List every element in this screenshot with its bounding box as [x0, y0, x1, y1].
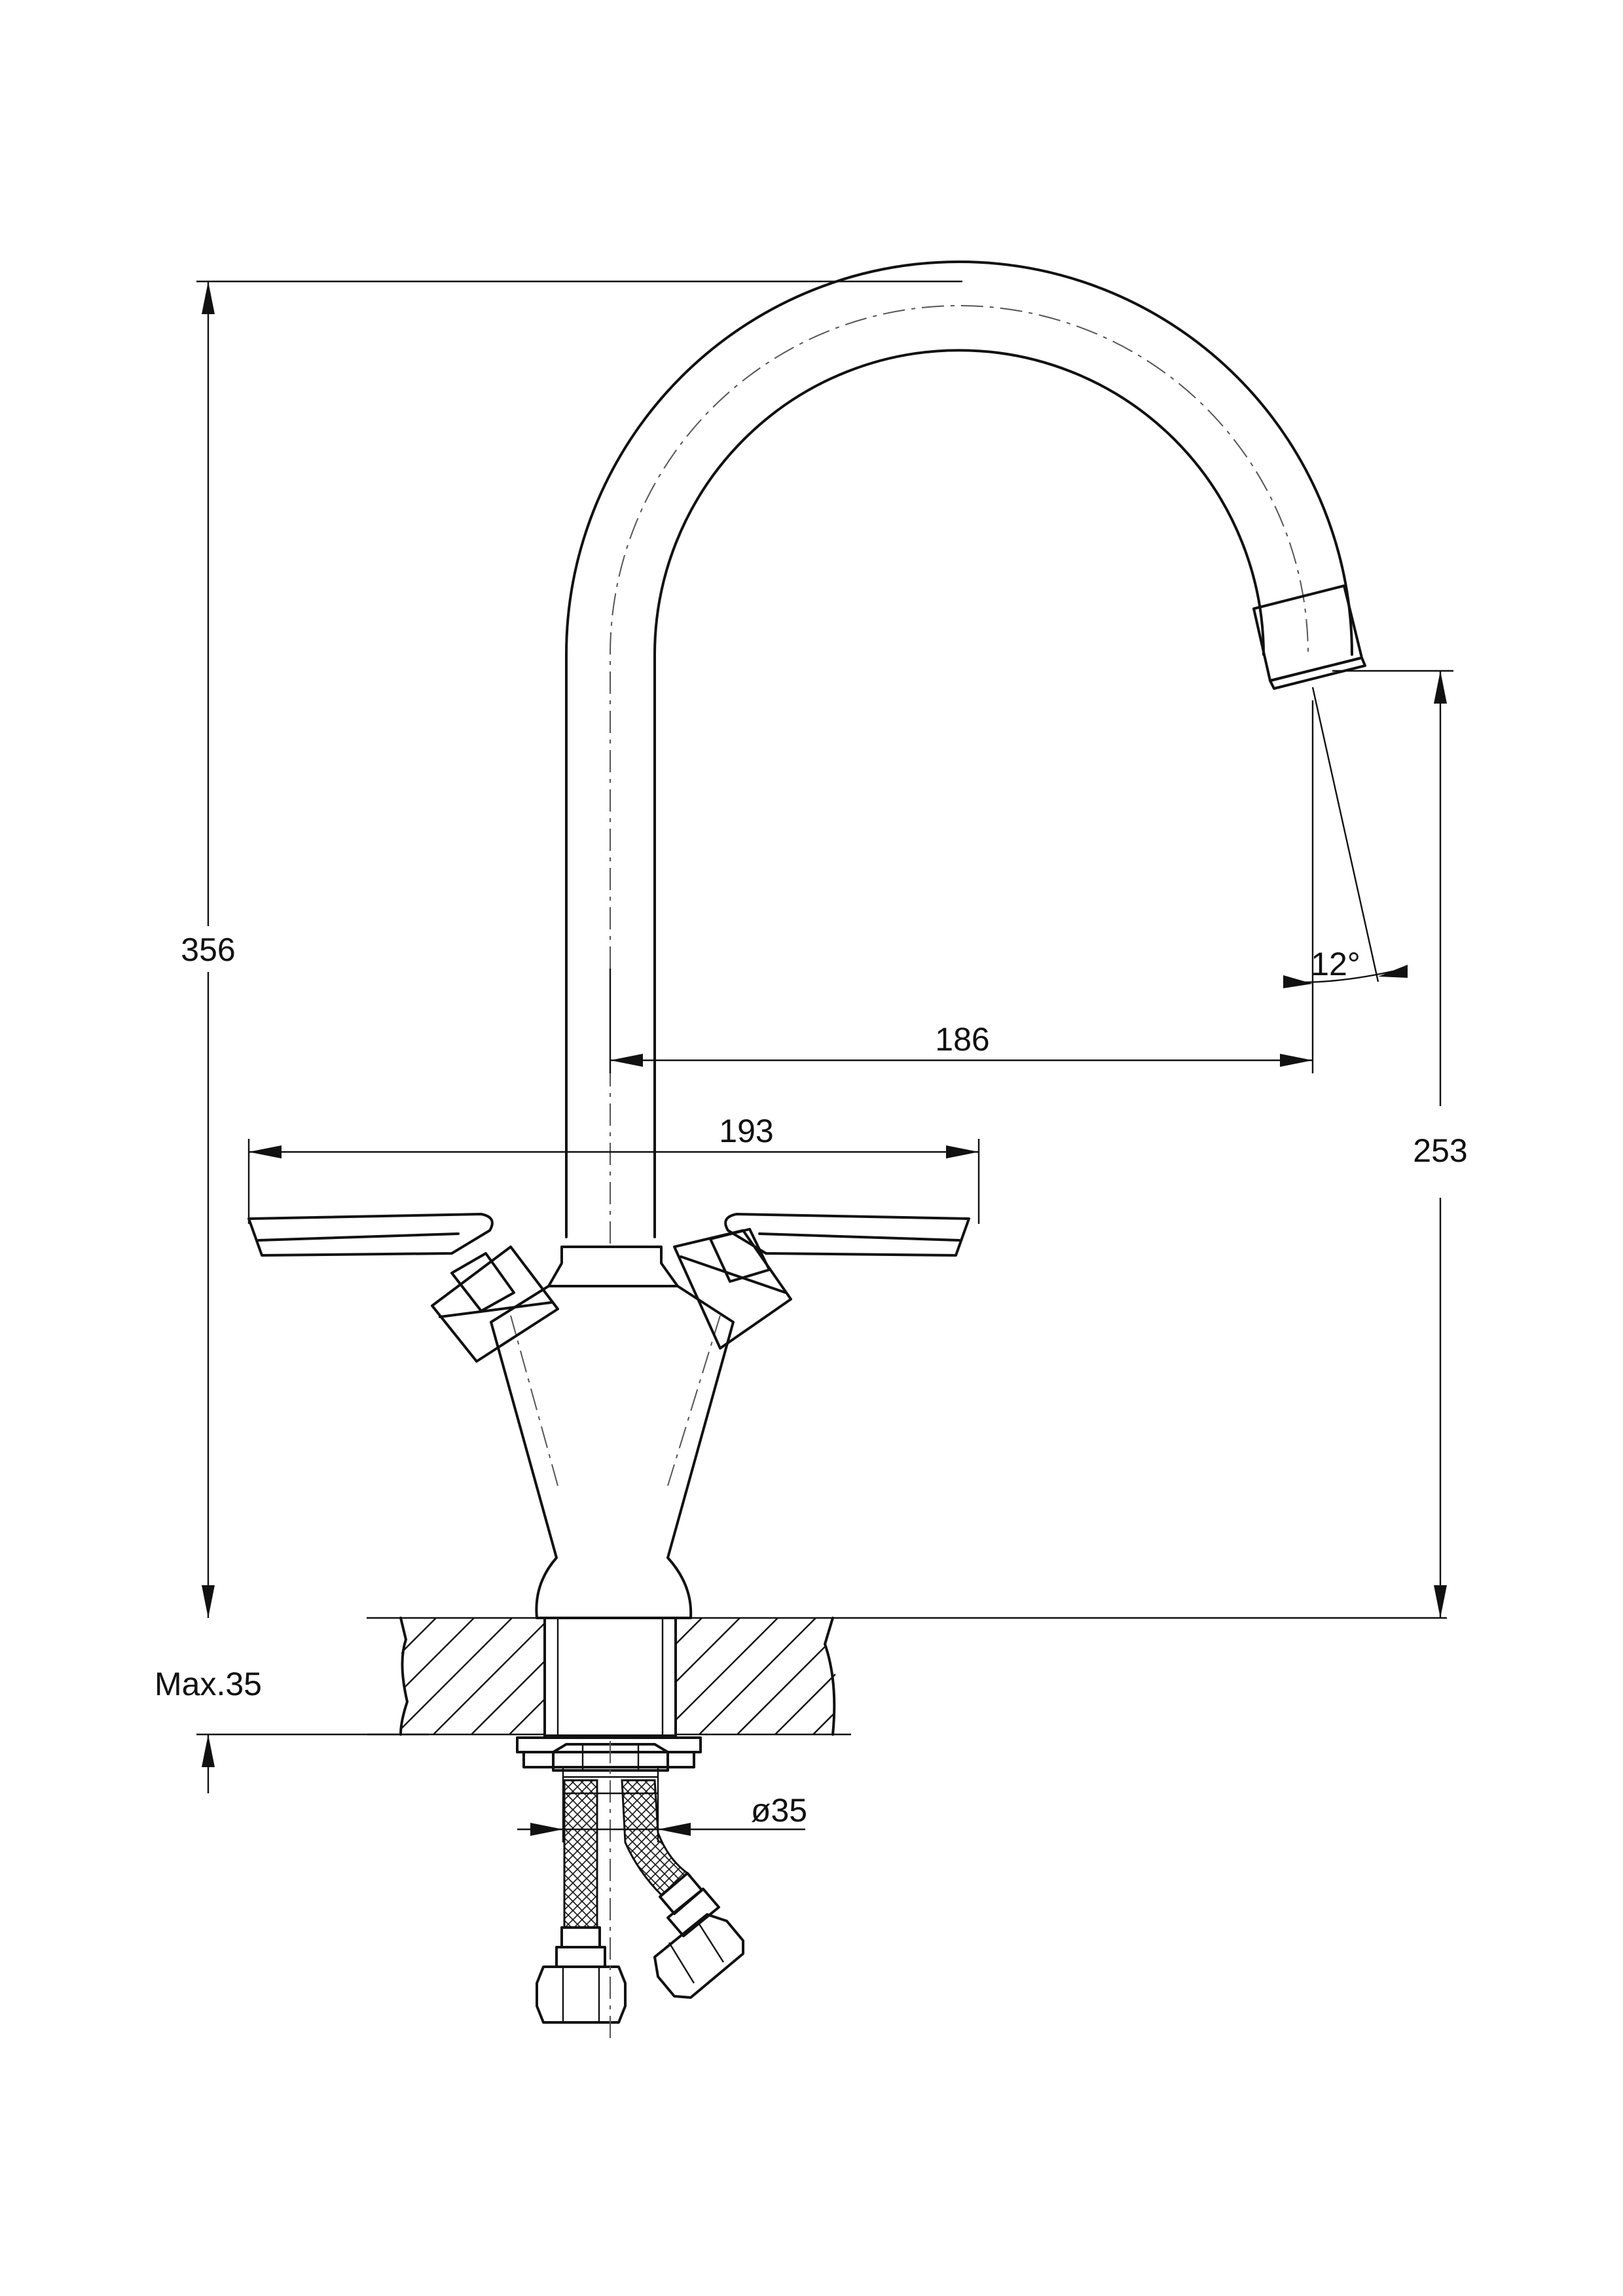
dim-label-186: 186	[935, 1021, 989, 1058]
dim-label-356: 356	[181, 931, 235, 968]
dim-label-193: 193	[719, 1113, 773, 1149]
dim-label-12deg: 12°	[1311, 946, 1360, 982]
spout	[565, 260, 1366, 1244]
hatch-line	[851, 1618, 968, 1734]
right-handle-lever	[724, 1213, 970, 1257]
hatch-line	[398, 1618, 437, 1734]
hatch-line	[927, 1618, 1044, 1734]
hatch-line	[889, 1618, 1006, 1734]
hatch-line	[398, 1618, 399, 1734]
dim-label-253: 253	[1413, 1132, 1467, 1169]
dim-label-max35: Max.35	[155, 1666, 262, 1702]
hatch-line	[661, 1618, 778, 1734]
dimension-356: 356	[164, 280, 962, 1618]
hose-right	[621, 1779, 744, 1999]
mounting-shank	[543, 1617, 677, 1737]
hatch-line	[433, 1618, 551, 1734]
hatch-line	[398, 1618, 513, 1734]
body-outline	[490, 1246, 735, 1619]
spout-outer-edge	[565, 260, 1353, 1238]
lock-nut	[552, 1743, 669, 1772]
dimension-253: 253	[1332, 670, 1468, 1618]
hose-nut-right	[653, 1913, 744, 1999]
hatch-line	[737, 1618, 838, 1734]
spout-inner-edge	[653, 349, 1265, 1238]
hose-left	[536, 1779, 627, 2024]
mounting-hardware	[516, 1736, 744, 2042]
dim-label-d35: ø35	[751, 1792, 807, 1829]
dimension-12deg: 12°	[1283, 687, 1408, 988]
hatch-line	[812, 1618, 838, 1734]
dimension-max35: Max.35	[155, 1666, 429, 1793]
right-valve	[673, 1228, 792, 1350]
handles	[247, 1213, 970, 1257]
aerator-tip	[1269, 656, 1366, 690]
countertop-section	[367, 1617, 1447, 1737]
left-handle-lever	[247, 1213, 494, 1257]
hose-nut-left	[536, 1965, 627, 2024]
dimension-d35: ø35	[517, 1767, 807, 1842]
mixer-body	[431, 1228, 792, 1619]
backing-plate	[522, 1751, 695, 1768]
hatch-line	[398, 1618, 475, 1734]
dimension-186: 186	[609, 700, 1314, 1073]
dimension-193: 193	[247, 1113, 980, 1224]
left-valve	[431, 1246, 559, 1363]
hatch-line	[699, 1618, 816, 1734]
